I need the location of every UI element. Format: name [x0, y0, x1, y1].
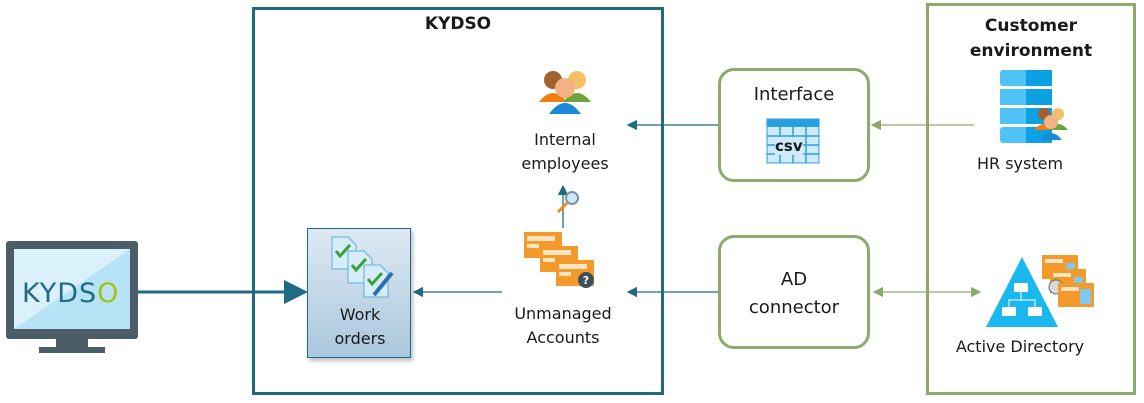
internal-employees-line2: employees — [521, 154, 609, 173]
kydso-title: KYDSO — [424, 14, 492, 34]
monitor-logo: KYDSO — [22, 278, 119, 309]
customer-environment-title: Customer environment — [926, 14, 1136, 64]
work-orders-node[interactable]: Work orders — [307, 228, 411, 358]
unmanaged-accounts-line1: Unmanaged — [514, 304, 612, 323]
kydso-monitor: KYDSO — [6, 241, 140, 361]
magnifier-icon — [556, 191, 579, 214]
ad-connector-node[interactable]: AD connector — [718, 235, 870, 349]
work-orders-line2: orders — [334, 329, 386, 348]
ad-connector-line1: AD — [780, 269, 808, 290]
ad-connector-label: AD connector — [721, 266, 867, 322]
people-group-icon — [539, 71, 591, 114]
kydso-frame — [252, 7, 664, 395]
interface-node[interactable]: Interface csv — [718, 68, 870, 182]
customer-title-line2: environment — [969, 41, 1093, 61]
csv-label: csv — [775, 137, 803, 155]
active-directory-label: Active Directory — [955, 337, 1085, 356]
work-orders-icon — [331, 236, 394, 298]
logo-suffix: O — [97, 278, 120, 309]
internal-employees-label: Internal employees — [505, 128, 625, 176]
unknown-accounts-icon: ? — [524, 232, 594, 288]
unmanaged-accounts-line2: Accounts — [526, 328, 600, 347]
monitor-icon — [6, 241, 138, 353]
work-orders-line1: Work — [339, 305, 381, 324]
logo-prefix: KYDS — [22, 278, 98, 309]
hr-database-icon — [1000, 70, 1068, 143]
interface-label: Interface — [753, 84, 835, 105]
hr-system-label: HR system — [976, 154, 1064, 173]
customer-title-line1: Customer — [984, 16, 1078, 36]
svg-text:?: ? — [583, 274, 589, 287]
work-orders-label: Work orders — [308, 303, 412, 351]
customer-environment-frame — [926, 3, 1136, 395]
active-directory-icon — [986, 255, 1094, 327]
ad-connector-line2: connector — [748, 297, 840, 318]
internal-employees-line1: Internal — [534, 130, 596, 149]
unmanaged-accounts-label: Unmanaged Accounts — [500, 302, 626, 350]
